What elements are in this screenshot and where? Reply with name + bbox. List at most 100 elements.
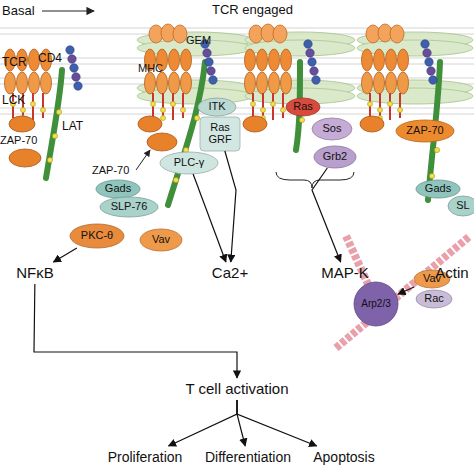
signal-arrow [312,168,341,262]
node-text: Ras GRF [206,122,234,145]
gem-disk [357,88,473,104]
tcr-complex [362,49,409,121]
protein-node: Rac [416,290,452,308]
protein-node: ITK [198,98,236,116]
signal-arrow [34,284,237,378]
signal-arrow [237,400,245,446]
annotation-label: GEM [186,34,211,46]
cd4-coreceptor [66,46,82,90]
node-ellipse [448,196,474,216]
actin-filament [336,236,470,348]
node-ellipse [314,146,356,168]
tcr-complex [145,49,192,121]
protein-node: PLC-γ [160,152,218,174]
node-ellipse [140,229,182,251]
pointer-arrow [136,150,150,170]
mhc-molecule [366,24,404,43]
node-text: Proliferation [108,450,183,465]
outcome-box: Differentiation [194,446,302,468]
node-text: Ras [293,101,313,113]
annotation-label: ZAP-70 [92,164,129,176]
node-text: SLP-76 [111,201,148,213]
signal-arrow [193,174,226,262]
state-arrow [42,10,94,11]
actin-filaments [336,236,470,348]
node-text: Grb2 [323,151,347,163]
cd4-coreceptor [201,40,217,84]
node-text: Rac [424,293,444,305]
signal-arrow [398,287,414,294]
phosphate-dot [194,115,199,120]
zap70-blob [9,149,41,167]
lck-blob [9,116,35,132]
node-text: PKC-θ [81,230,113,242]
node-text: ZAP-70 [406,125,443,137]
node-text: Arp2/3 [361,299,390,310]
node-text: Actin [435,265,468,281]
protein-node: Grb2 [314,146,356,168]
protein-node: Gads [96,180,140,198]
node-text: PLC-γ [174,157,205,169]
node-text: Ca2+ [212,265,248,281]
node-ellipse [160,152,218,174]
pathway-output: Ca2+ [206,262,254,284]
signal-arrow [225,151,236,262]
signal-arrow [237,400,317,446]
protein-node: Sos [312,118,352,140]
pathway-output: MAP-K [316,262,374,284]
lck-blob [360,116,384,132]
node-ellipse [416,180,460,198]
cd4-coreceptor [421,40,437,84]
phosphate-dots [47,109,439,182]
zap70-blob [147,133,177,151]
cd4-coreceptor [304,40,320,84]
phosphate-dot [47,157,52,162]
node-ellipse [416,290,452,308]
annotation-label: LAT [62,120,83,133]
node-text: Sos [323,123,342,135]
protein-node: SLP-76 [100,197,158,217]
annotation-label: CD4 [38,52,62,65]
protein-node: Ras GRF [200,117,240,151]
pathway-output: Actin [430,262,474,284]
protein-node: PKC-θ [70,224,124,248]
node-ellipse [96,180,140,198]
node-text: SL [456,200,469,212]
node-text: T cell activation [185,381,288,397]
tcr-complex [245,49,292,121]
phosphate-dot [52,133,57,138]
node-text: Gads [105,183,131,195]
node-ellipse [198,98,236,116]
annotation-label: TCR [2,56,27,69]
node-ellipse [354,282,398,326]
complex-node: Arp2/3 [354,282,398,326]
protein-node: ZAP-70 [396,120,454,142]
phosphate-dot [56,109,61,114]
protein-node: Vav [140,229,182,251]
grouping-brace [276,172,354,188]
annotation-label: ZAP-70 [0,134,37,146]
annotation-label: LCK [2,94,25,107]
annotation-label: MHC [138,62,163,74]
node-text: ITK [208,101,225,113]
node-text: NFκB [16,265,54,281]
phosphate-dot [299,117,304,122]
phosphate-dot [429,173,434,178]
mhc-molecule [249,24,287,43]
node-text: Apoptosis [313,450,374,465]
outcome-box: Apoptosis [304,446,384,468]
outcome-box: Proliferation [96,446,194,468]
protein-node: Ras [286,98,320,116]
membrane-line [0,114,474,115]
membrane-line [0,108,474,109]
node-text: MAP-K [321,265,369,281]
phosphate-dot [173,177,178,182]
node-ellipse [396,120,454,142]
lck-blob [138,116,162,132]
phosphate-dot [434,147,439,152]
node-ellipse [70,224,124,248]
